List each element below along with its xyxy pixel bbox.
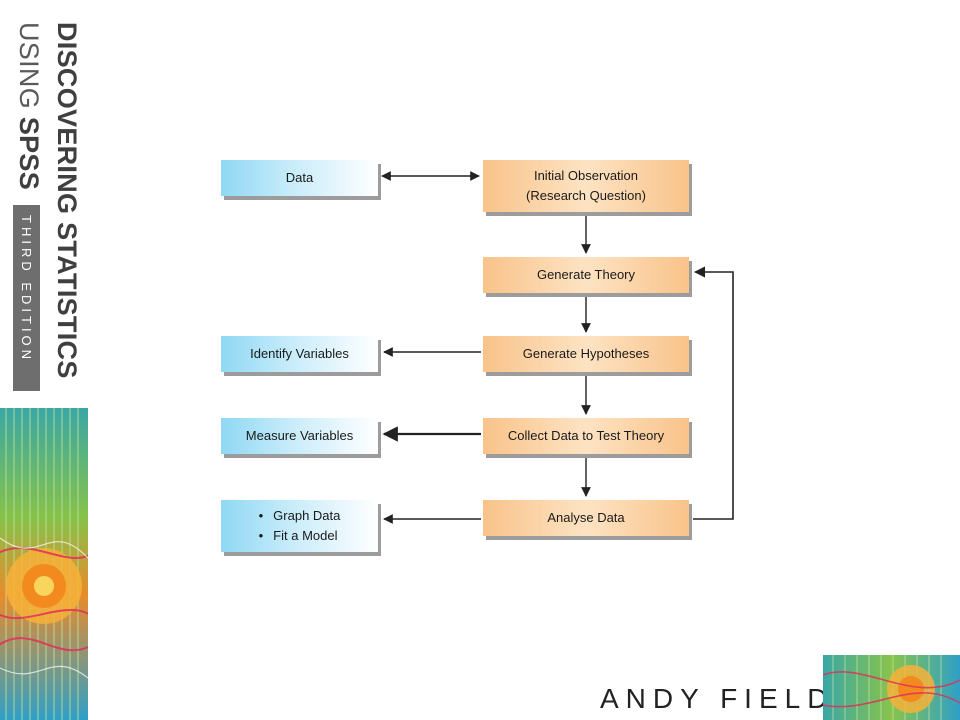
- cover-artwork: [0, 408, 88, 720]
- generate-theory-label: Generate Theory: [536, 267, 636, 282]
- measure-variables-box: Measure Variables: [221, 418, 378, 454]
- generate-hypotheses-label: Generate Hypotheses: [522, 346, 650, 361]
- book-title-spss: SPSS: [14, 116, 44, 191]
- generate-hypotheses-box: Generate Hypotheses: [483, 336, 689, 372]
- collect-data-box: Collect Data to Test Theory: [483, 418, 689, 454]
- measure-variables-label: Measure Variables: [245, 428, 354, 443]
- author-name: ANDY FIELD: [600, 683, 835, 714]
- book-spine: DISCOVERING STATISTICS USING SPSS THIRD …: [0, 0, 88, 720]
- model-bullet-list: Graph Data Fit a Model: [259, 506, 341, 546]
- generate-theory-box: Generate Theory: [483, 257, 689, 293]
- fit-model-item: Fit a Model: [259, 526, 341, 546]
- arrow-analyse-theory-loop: [693, 266, 734, 520]
- data-box: Data: [221, 160, 378, 196]
- model-box: Graph Data Fit a Model: [221, 500, 378, 552]
- initial-observation-box: Initial Observation (Research Question): [483, 160, 689, 212]
- initial-observation-label: Initial Observation: [533, 168, 639, 183]
- book-title: DISCOVERING STATISTICS USING SPSS THIRD …: [0, 0, 88, 400]
- edition-badge: [13, 205, 40, 391]
- graph-data-item: Graph Data: [259, 506, 340, 526]
- research-question-label: (Research Question): [526, 188, 646, 203]
- analyse-data-box: Analyse Data: [483, 500, 689, 536]
- data-label: Data: [285, 170, 314, 185]
- book-title-using: USING: [14, 22, 44, 117]
- analyse-data-label: Analyse Data: [547, 510, 625, 525]
- book-title-line1: DISCOVERING STATISTICS: [52, 22, 82, 379]
- book-title-line2: USING SPSS: [14, 22, 44, 191]
- identify-variables-label: Identify Variables: [250, 346, 349, 361]
- collect-data-label: Collect Data to Test Theory: [507, 428, 665, 443]
- identify-variables-box: Identify Variables: [221, 336, 378, 372]
- edition-label: THIRD EDITION: [19, 215, 34, 364]
- cover-artwork-thumbnail: [823, 655, 960, 720]
